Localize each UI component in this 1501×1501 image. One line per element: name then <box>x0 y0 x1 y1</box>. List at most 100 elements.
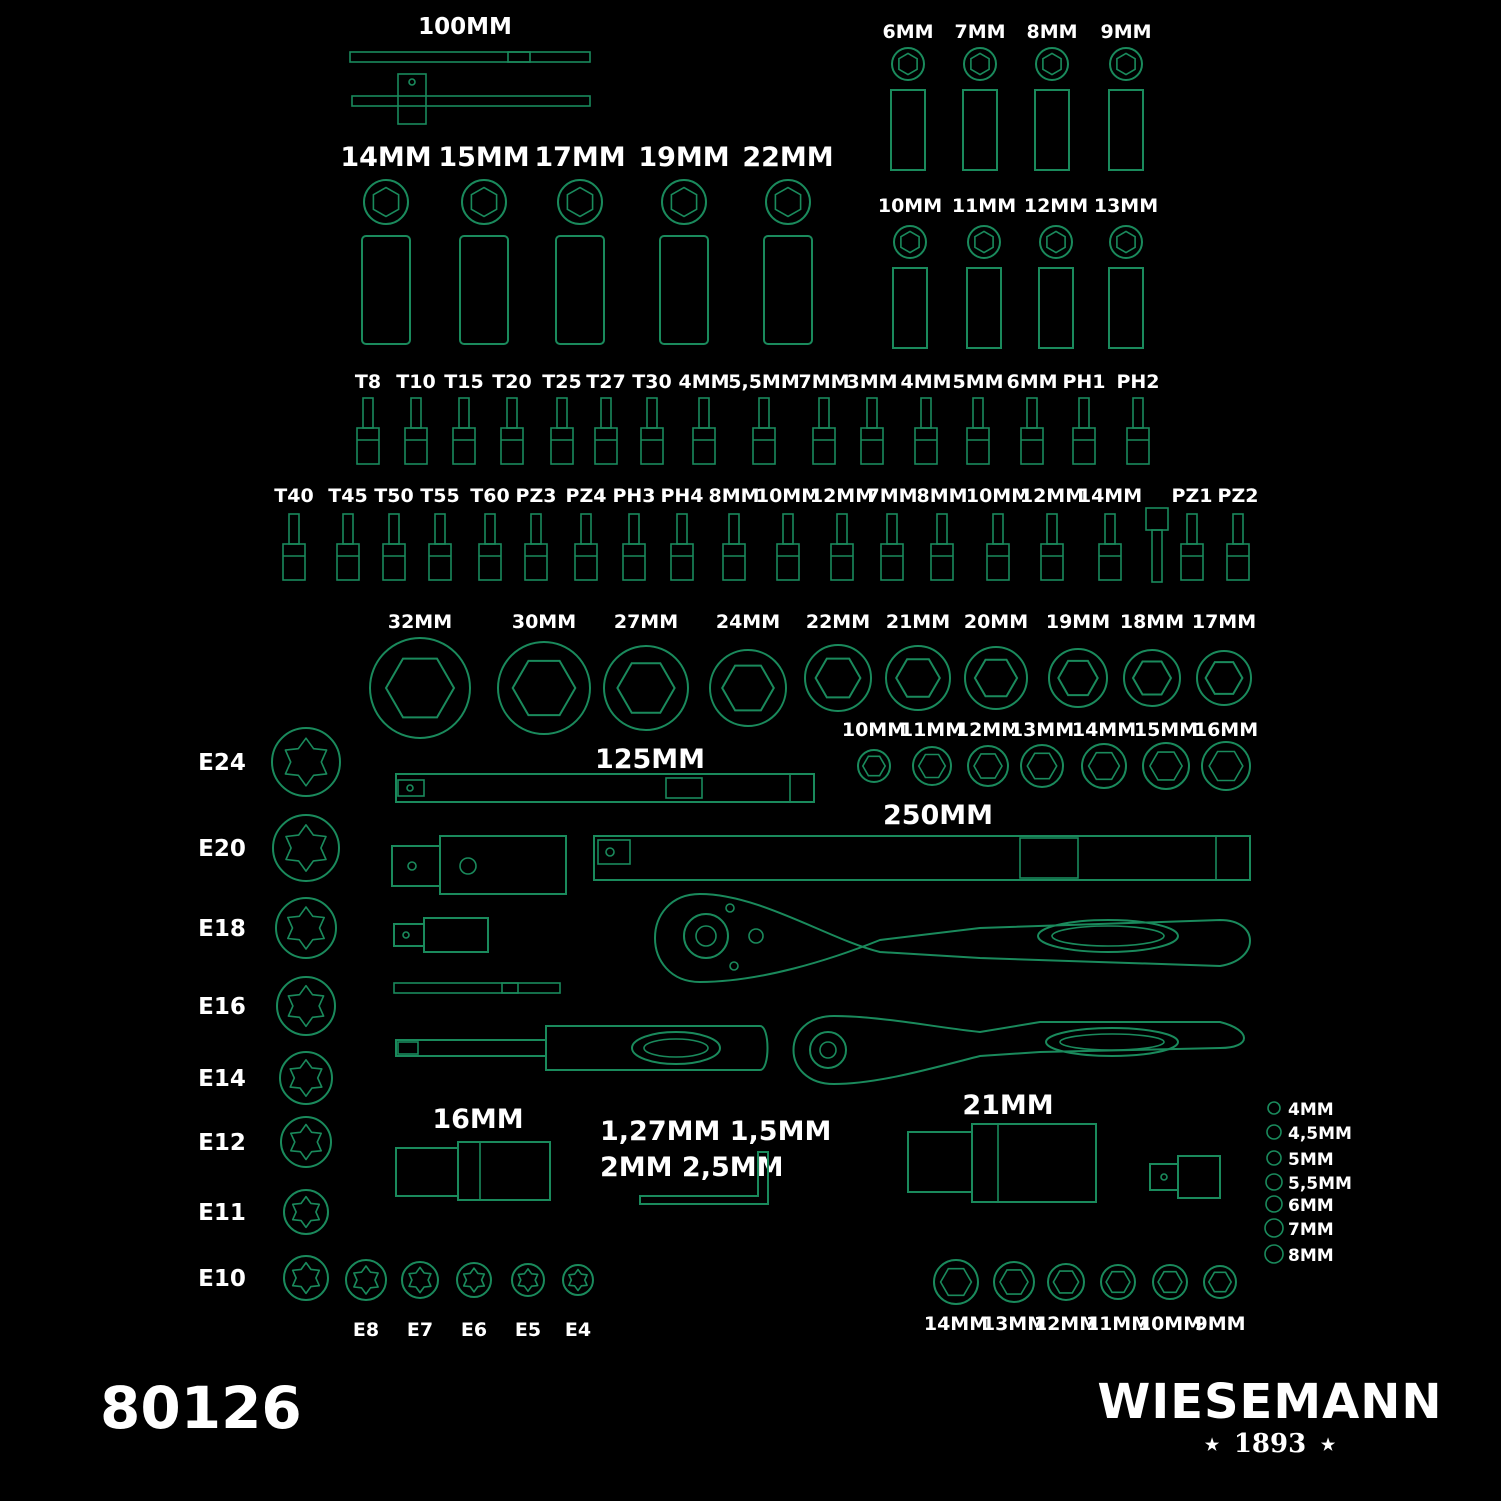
bit-label: PZ1 <box>1172 485 1213 507</box>
bit: 10MM <box>966 485 1030 581</box>
e-torx-socket: E20 <box>198 814 340 882</box>
bit: PH3 <box>612 485 656 581</box>
bit: PZ1 <box>1172 485 1213 581</box>
socket-label: 10MM <box>842 719 906 741</box>
deep-socket: 15MM <box>438 142 530 345</box>
deep-socket: 14MM <box>340 142 432 345</box>
medium-socket: 15MM <box>1134 719 1198 790</box>
large-socket: 21MM <box>885 611 951 711</box>
bit-label: 6MM <box>1006 371 1057 393</box>
large-socket: 20MM <box>964 611 1028 710</box>
bit-label: T8 <box>355 371 381 393</box>
bit-label: PZ4 <box>566 485 607 507</box>
socket-label: 27MM <box>614 611 678 633</box>
bit-label: 10MM <box>966 485 1030 507</box>
socket-label: 22MM <box>742 142 833 173</box>
socket-label: 17MM <box>1192 611 1256 633</box>
bit: 10MM <box>756 485 820 581</box>
tiny-socket: 7MM <box>1264 1218 1334 1240</box>
torx-label: E11 <box>198 1200 246 1226</box>
socket-label: 18MM <box>1120 611 1184 633</box>
tiny-socket: 5,5MM <box>1265 1173 1352 1194</box>
bit-label: 7MM <box>866 485 917 507</box>
universal-joint-small <box>393 917 489 953</box>
bit: T20 <box>492 371 532 465</box>
socket-label: 30MM <box>512 611 576 633</box>
adaptor <box>1149 1155 1221 1199</box>
socket-label: 9MM <box>1100 21 1151 43</box>
star-icon: ★ <box>1205 1435 1220 1454</box>
bit: T27 <box>586 371 626 465</box>
bit-label: T55 <box>420 485 459 507</box>
torx-label: E16 <box>198 994 246 1020</box>
deep-socket: 19MM <box>638 142 730 345</box>
bit: 7MM <box>798 371 850 465</box>
socket-21mm: 21MM <box>907 1090 1097 1203</box>
bit: T30 <box>632 371 672 465</box>
medium-socket: 14MM <box>1072 719 1136 789</box>
bit-label: PZ2 <box>1218 485 1259 507</box>
torx-label: E14 <box>198 1066 246 1092</box>
socket-label: 10MM <box>878 195 942 217</box>
bit: 3MM <box>846 371 898 465</box>
label-hex-keys-1: 1,27MM 1,5MM <box>600 1116 831 1147</box>
socket-label: 24MM <box>716 611 780 633</box>
bottom-socket: 10MM <box>1138 1264 1202 1335</box>
bit: 5,5MM <box>728 371 800 465</box>
e-torx-socket-small: E7 <box>401 1261 439 1341</box>
bit-label: 10MM <box>756 485 820 507</box>
socket-label: 16MM <box>1194 719 1258 741</box>
bit: 4MM <box>678 371 730 465</box>
bit-label: 5,5MM <box>728 371 799 393</box>
torx-label: E6 <box>461 1319 487 1341</box>
bit-label: T25 <box>542 371 581 393</box>
socket-label: 4,5MM <box>1288 1124 1352 1144</box>
bit: PZ3 <box>516 485 556 581</box>
bit: T10 <box>396 371 436 465</box>
bit-label: PH1 <box>1062 371 1105 393</box>
star-icon: ★ <box>1321 1435 1336 1454</box>
bottom-socket: 9MM <box>1194 1265 1246 1335</box>
bit: 8MM <box>708 485 760 581</box>
torx-label: E10 <box>198 1266 246 1292</box>
bit-label: 4MM <box>678 371 729 393</box>
torx-label: E5 <box>515 1319 541 1341</box>
brand-year: 1893 <box>1234 1429 1306 1459</box>
extension-250mm: 250MM <box>593 800 1251 881</box>
bit: PZ2 <box>1218 485 1259 581</box>
bit: PZ4 <box>566 485 607 581</box>
large-socket: 18MM <box>1120 611 1184 707</box>
bit: 4MM <box>900 371 952 465</box>
large-socket: 30MM <box>497 611 591 735</box>
small-socket-top: 7MM <box>954 21 1006 171</box>
label-ext-125: 125MM <box>595 744 705 775</box>
torx-label: E18 <box>198 916 246 942</box>
socket-label: 5MM <box>1288 1150 1334 1170</box>
tiny-socket: 4,5MM <box>1266 1124 1352 1144</box>
bit-label: T10 <box>396 371 435 393</box>
socket-label: 15MM <box>438 142 529 173</box>
bit: 14MM <box>1078 485 1142 581</box>
large-socket: 24MM <box>709 611 787 727</box>
socket-label: 6MM <box>882 21 933 43</box>
torx-label: E12 <box>198 1130 246 1156</box>
bit-label: T15 <box>444 371 483 393</box>
torx-label: E7 <box>407 1319 433 1341</box>
socket-label: 19MM <box>638 142 729 173</box>
socket-label: 4MM <box>1288 1100 1334 1120</box>
socket-label: 9MM <box>1194 1313 1245 1335</box>
socket-label: 19MM <box>1046 611 1110 633</box>
small-socket-mid: 11MM <box>952 195 1016 349</box>
bit-label: T50 <box>374 485 413 507</box>
small-socket-top: 8MM <box>1026 21 1078 171</box>
small-socket-top: 6MM <box>882 21 934 171</box>
socket-label: 20MM <box>964 611 1028 633</box>
